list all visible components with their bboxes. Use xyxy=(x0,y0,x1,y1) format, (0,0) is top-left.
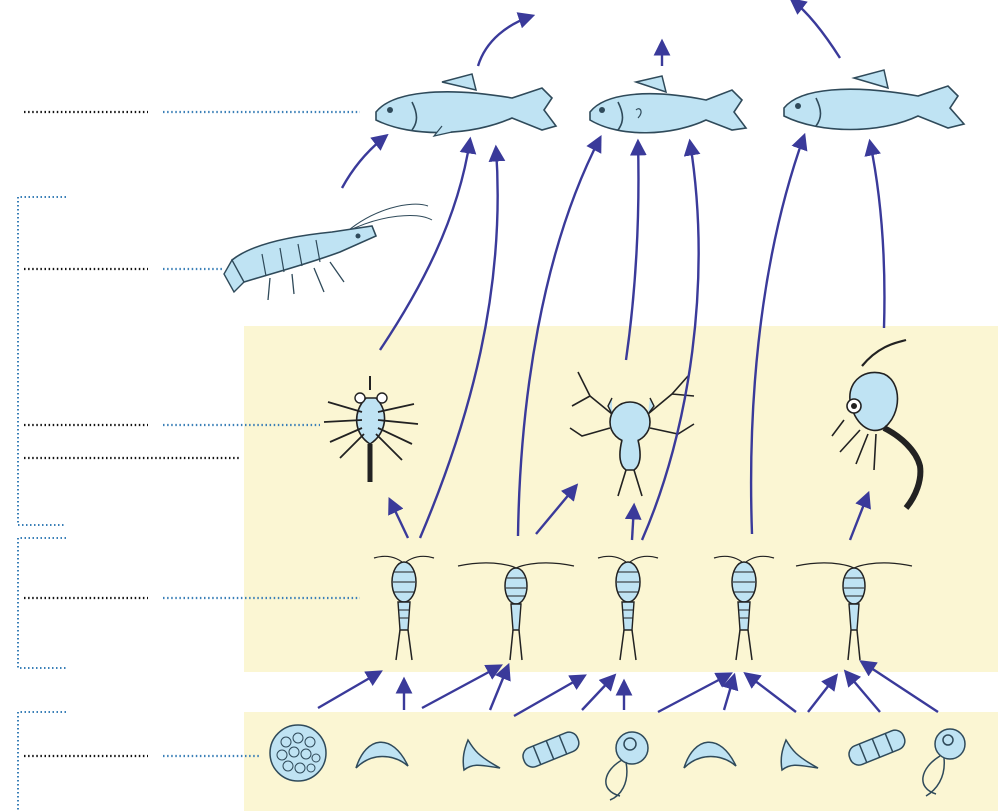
phyto-round xyxy=(270,725,326,781)
arrow-icon xyxy=(478,16,532,66)
phytoplankton-zone xyxy=(244,712,998,811)
bracket-top xyxy=(18,197,66,525)
fish-icon xyxy=(784,70,964,130)
arrow-icon xyxy=(658,674,730,712)
arrow-icon xyxy=(808,676,836,712)
bracket-bottom xyxy=(18,712,66,811)
shrimp-icon xyxy=(224,204,432,300)
arrow-icon xyxy=(318,672,380,708)
fish-3 xyxy=(784,70,964,130)
arrow-icon xyxy=(422,666,500,708)
fish-icon xyxy=(376,74,556,136)
fish-2 xyxy=(590,76,746,133)
arrow-icon xyxy=(380,140,470,350)
arrow-icon xyxy=(746,674,796,712)
arrow-icon xyxy=(514,676,584,716)
fish-icon xyxy=(590,76,746,133)
bracket-group xyxy=(18,197,66,811)
arrow-icon xyxy=(490,666,508,710)
arrow-icon xyxy=(724,676,734,710)
arrow-icon xyxy=(870,142,884,328)
fish-1 xyxy=(376,74,556,136)
bracket-middle xyxy=(18,538,66,668)
shrimp xyxy=(224,204,432,300)
arrow-icon xyxy=(846,672,880,712)
arrow-icon xyxy=(582,676,614,710)
arrow-icon xyxy=(342,136,386,188)
arrow-icon xyxy=(792,0,840,58)
